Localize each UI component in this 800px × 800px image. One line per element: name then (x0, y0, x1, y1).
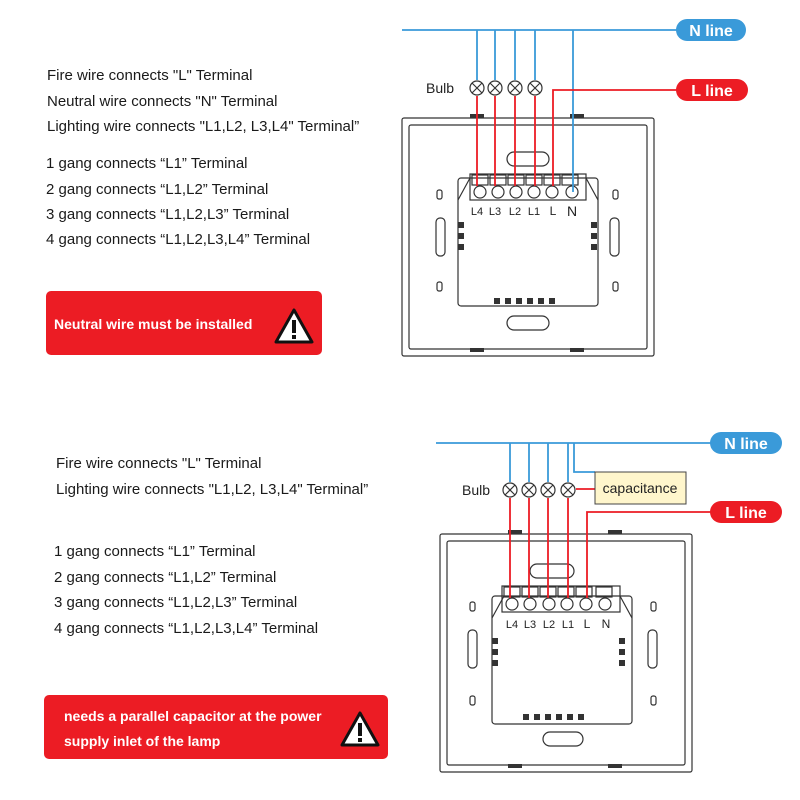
gang-text: 4 gang connects “L1,L2,L3,L4” Terminal (46, 231, 311, 248)
gang-text: 3 gang connects “L1,L2,L3” Terminal (46, 206, 290, 223)
n-line-badge (676, 19, 746, 41)
l-line-badge (676, 79, 748, 101)
gang-text: 1 gang connects “L1” Terminal (54, 543, 256, 560)
terminal-label: L1 (528, 206, 540, 218)
warning-text: Neutral wire must be installed (54, 316, 253, 332)
rule-text: Lighting wire connects "L1,L2, L3,L4" Te… (56, 481, 369, 498)
terminal-label: L (550, 204, 557, 218)
terminal-label: L2 (543, 619, 555, 631)
warning-triangle-icon (274, 308, 314, 344)
l-line-label: L line (691, 83, 733, 100)
n-line-label: N line (724, 436, 768, 453)
terminal-label: L3 (489, 206, 501, 218)
terminal-label: L4 (471, 206, 483, 218)
wiring-diagram-bottom: N line capacitance L line Bulb L4 (436, 432, 782, 773)
bulb-cross-icon (469, 80, 543, 96)
gang-text: 2 gang connects “L1,L2” Terminal (46, 181, 269, 198)
terminal-label: L3 (524, 619, 536, 631)
terminal-block (469, 173, 587, 201)
bulb-cross-icon (502, 482, 576, 498)
wiring-panel-with-neutral: Fire wire connects "L" Terminal Neutral … (46, 19, 748, 357)
terminal-label: L (584, 617, 591, 631)
gang-text: 3 gang connects “L1,L2,L3” Terminal (54, 594, 298, 611)
terminal-label: L1 (562, 619, 574, 631)
terminal-block (501, 585, 621, 613)
n-line-badge (710, 432, 782, 454)
wiring-panel-with-capacitor: Fire wire connects "L" Terminal Lighting… (0, 400, 800, 800)
rule-text: Fire wire connects "L" Terminal (56, 455, 262, 472)
terminal-label: L2 (509, 206, 521, 218)
terminal-label: N (602, 617, 611, 631)
capacitance-label: capacitance (603, 480, 678, 496)
l-line-badge (710, 501, 782, 523)
warning-banner: Neutral wire must be installed (46, 291, 322, 355)
rule-text: Lighting wire connects "L1,L2, L3,L4" Te… (47, 118, 360, 135)
rule-text: Fire wire connects "L" Terminal (47, 67, 253, 84)
switch-plate (401, 117, 655, 357)
bulb-label: Bulb (462, 482, 490, 498)
wiring-diagram-top: N line L line Bulb L4 L3 L2 L1 L N (401, 19, 748, 357)
switch-plate (439, 533, 693, 773)
gang-text: 1 gang connects “L1” Terminal (46, 155, 248, 172)
gang-text: 2 gang connects “L1,L2” Terminal (54, 569, 277, 586)
l-line-label: L line (725, 505, 767, 522)
gang-text: 4 gang connects “L1,L2,L3,L4” Terminal (54, 620, 319, 637)
warning-triangle-icon (340, 711, 380, 747)
warning-banner: needs a parallel capacitor at the power … (44, 695, 388, 759)
n-line-label: N line (689, 23, 733, 40)
bulb-label: Bulb (426, 80, 454, 96)
rule-text: Neutral wire connects "N" Terminal (47, 93, 278, 110)
terminal-label: L4 (506, 619, 518, 631)
terminal-label: N (567, 203, 577, 219)
warning-text: supply inlet of the lamp (64, 733, 221, 749)
capacitance-box (594, 471, 687, 505)
warning-text: needs a parallel capacitor at the power (64, 708, 322, 724)
